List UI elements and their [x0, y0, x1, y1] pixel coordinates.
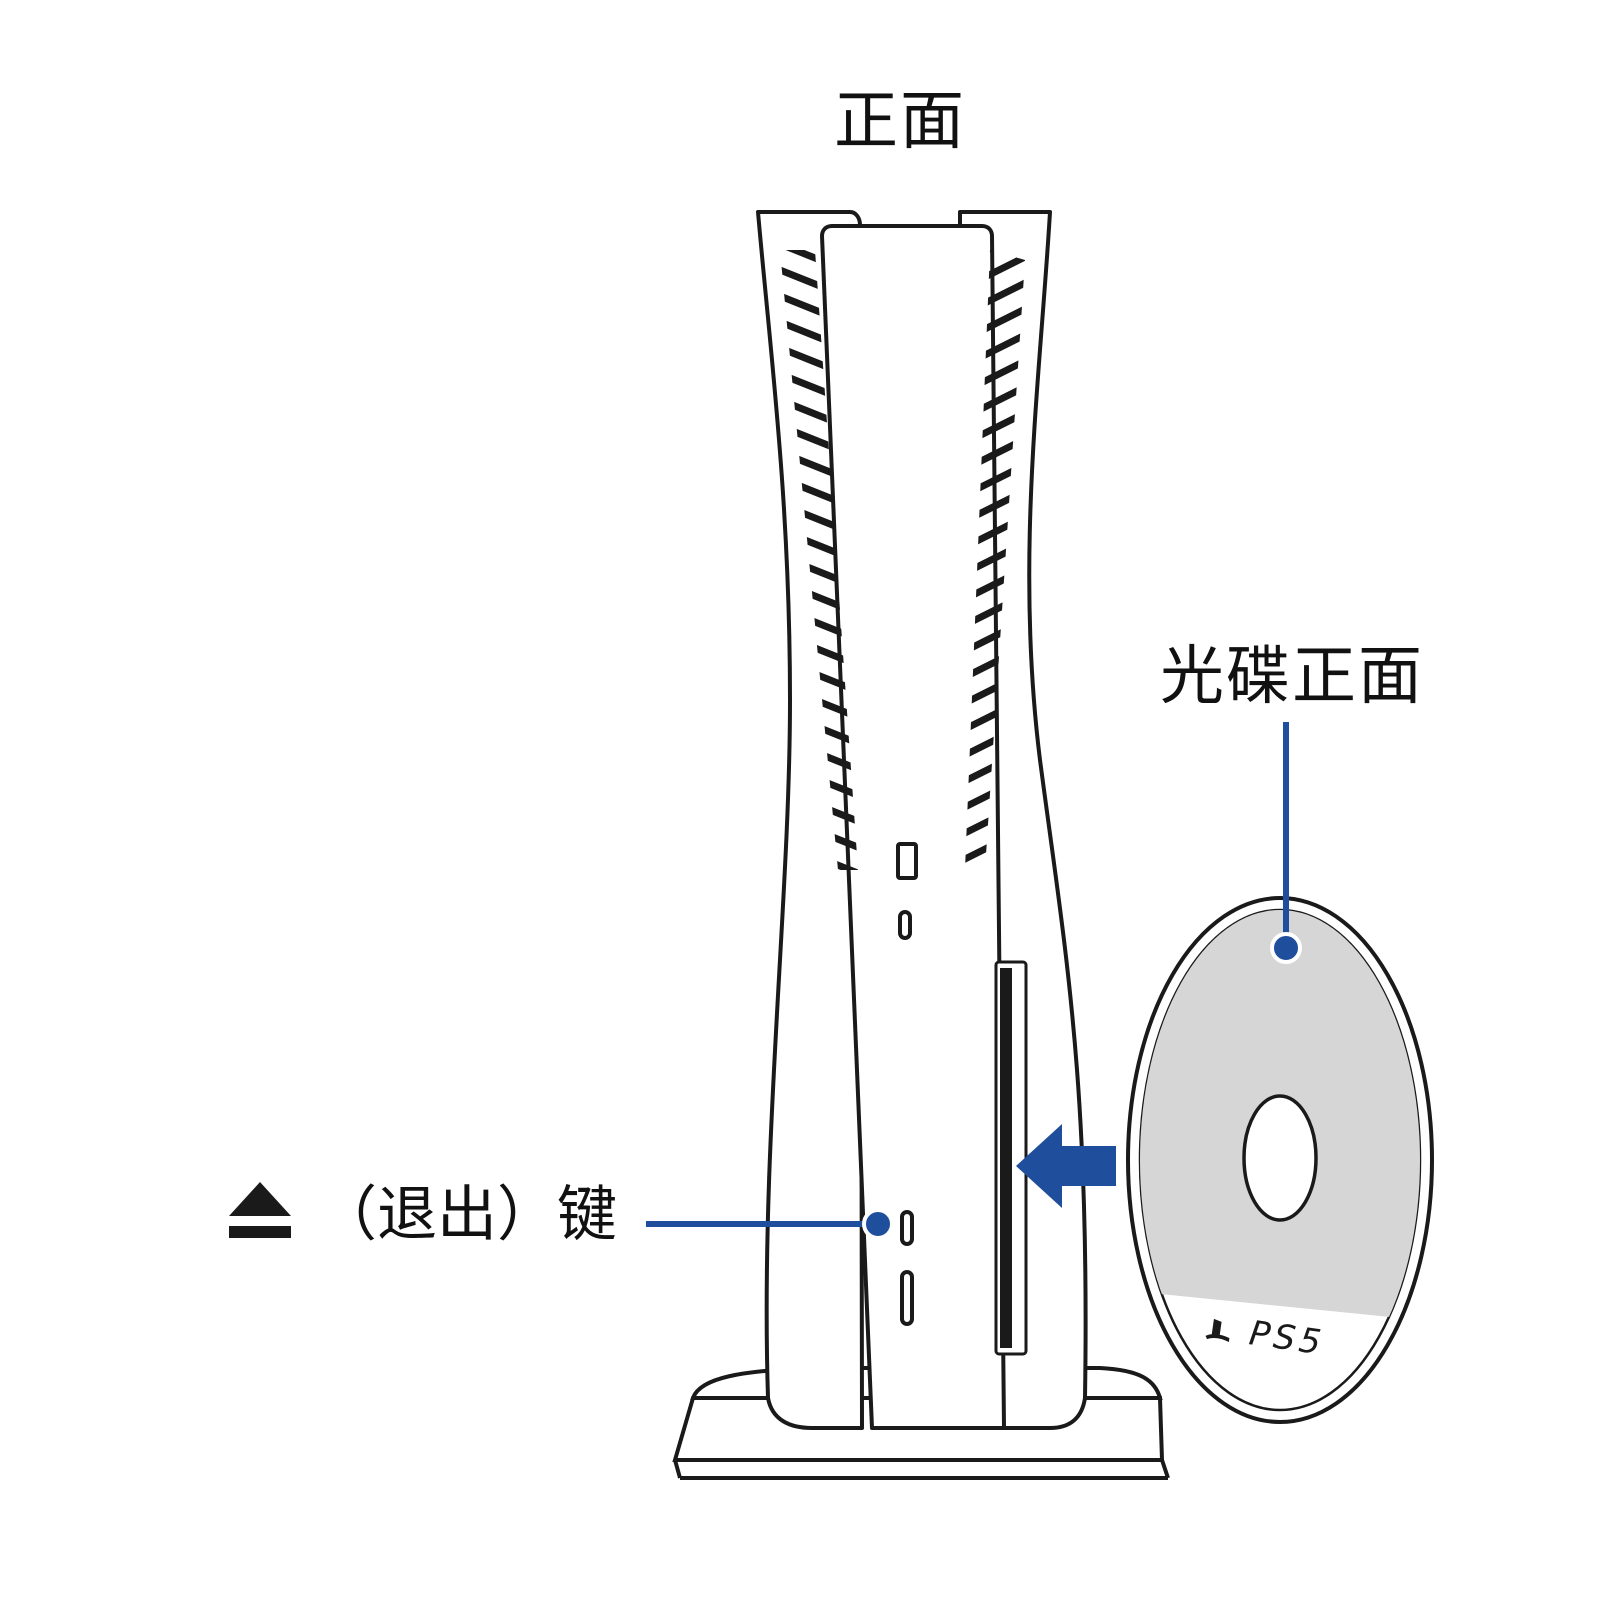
console-center-body: [820, 224, 1006, 1430]
playstation-logo-icon: [1205, 1318, 1230, 1343]
usb-c-port: [898, 910, 912, 940]
page-title: 正面: [834, 85, 966, 159]
disc-center-hole: [1242, 1094, 1318, 1222]
eject-callout: [646, 1208, 894, 1240]
power-button[interactable]: [900, 1270, 914, 1326]
eject-icon: [229, 1182, 291, 1238]
disc-callout: [1270, 722, 1302, 964]
eject-button[interactable]: [900, 1210, 914, 1246]
eject-key-label: （退出）键: [225, 1180, 617, 1250]
disc-slot: [994, 960, 1028, 1356]
eject-key-text: （退出）键: [317, 1180, 617, 1250]
usb-port: [896, 842, 918, 880]
front-ports: [896, 842, 918, 1326]
disc: PS5: [1126, 896, 1434, 1424]
arrow-left-icon: [1016, 1124, 1116, 1208]
disc-front-label: 光碟正面: [1160, 640, 1424, 714]
